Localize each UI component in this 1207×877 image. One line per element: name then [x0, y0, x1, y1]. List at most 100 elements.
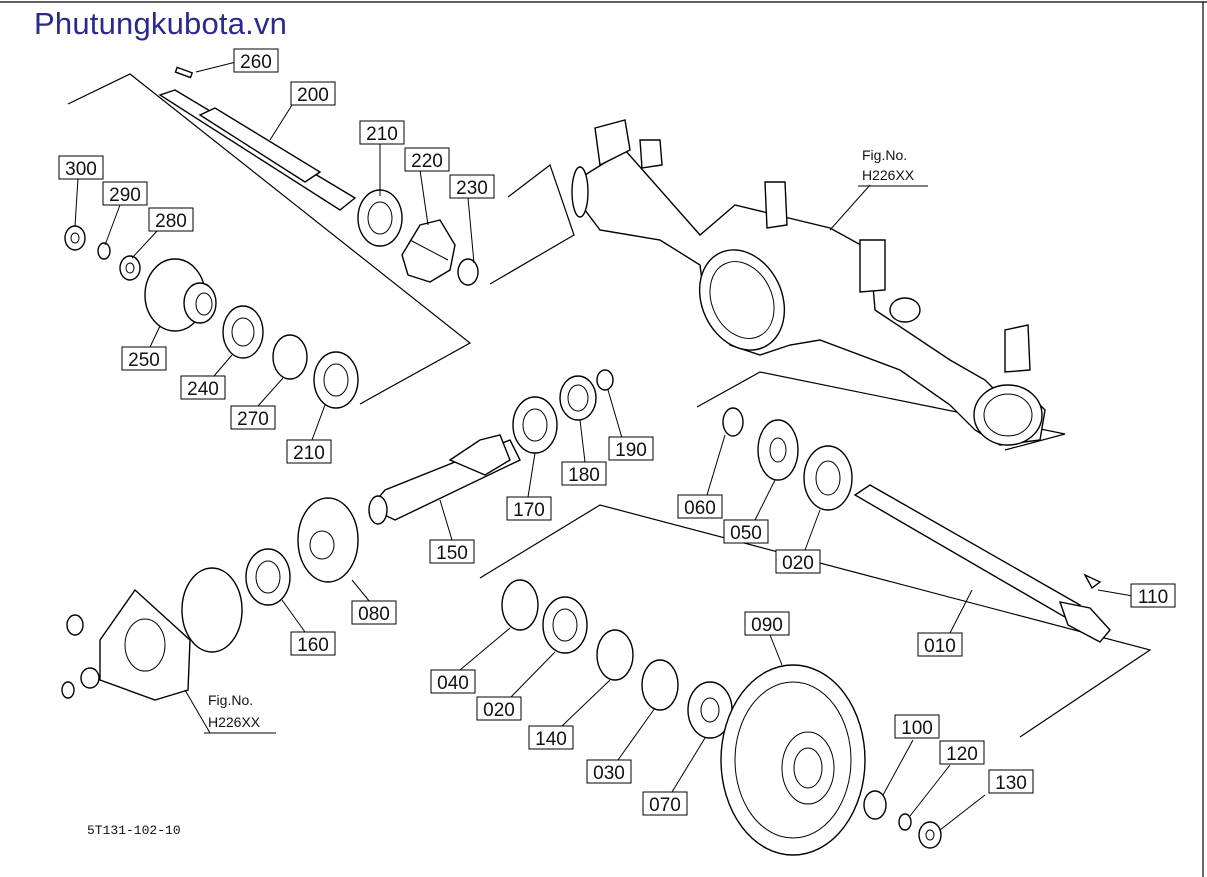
- callout-label: 260: [240, 52, 272, 73]
- ring-140: [596, 629, 634, 681]
- callout-080[interactable]: 080: [351, 600, 397, 625]
- bearing-170: [512, 396, 558, 454]
- fig-ref-line2: H226XX: [208, 714, 261, 730]
- callout-label: 050: [730, 523, 762, 544]
- callout-290[interactable]: 290: [102, 181, 148, 206]
- callout-140[interactable]: 140: [528, 725, 574, 750]
- callout-label: 010: [924, 636, 956, 657]
- bearing-020-lower: [542, 596, 588, 654]
- ring-060: [722, 407, 744, 437]
- callout-label: 080: [358, 604, 390, 625]
- callout-label: 060: [684, 498, 716, 519]
- bearing-160: [245, 548, 291, 606]
- cover-plate: [61, 588, 191, 701]
- callout-090[interactable]: 090: [744, 611, 790, 636]
- callout-120[interactable]: 120: [939, 740, 985, 765]
- shaft-010: [853, 484, 1111, 643]
- callout-label: 030: [593, 763, 625, 784]
- callout-200[interactable]: 200: [290, 81, 336, 106]
- callout-110[interactable]: 110: [1130, 583, 1176, 608]
- gasket: [181, 567, 243, 653]
- callout-label: 180: [568, 465, 600, 486]
- drawing-code: 5T131-102-10: [87, 823, 181, 838]
- fig-ref-cover[interactable]: Fig.No. H226XX: [204, 692, 276, 734]
- callout-040[interactable]: 040: [430, 669, 476, 694]
- callout-230[interactable]: 230: [449, 174, 495, 199]
- callout-label: 130: [995, 773, 1027, 794]
- callout-label: 100: [901, 718, 933, 739]
- callout-label: 280: [155, 211, 187, 232]
- callout-label: 220: [411, 151, 443, 172]
- gear-050: [757, 419, 799, 481]
- callout-300[interactable]: 300: [58, 155, 104, 180]
- washer-120: [898, 813, 912, 831]
- group-upper-mid: [489, 164, 575, 285]
- callout-label: 120: [946, 744, 978, 765]
- site-watermark: Phutungkubota.vn: [34, 6, 288, 41]
- callout-160[interactable]: 160: [290, 631, 336, 656]
- group-right: [696, 371, 1066, 451]
- gear-080: [297, 497, 359, 583]
- ring-190: [596, 369, 614, 391]
- callout-label: 210: [293, 443, 325, 464]
- callout-label: 200: [297, 85, 329, 106]
- washer-280: [119, 255, 141, 281]
- fig-ref-line2: H226XX: [862, 167, 915, 183]
- nut-130: [918, 821, 942, 849]
- group-upper-left: [67, 73, 472, 405]
- callout-190[interactable]: 190: [608, 436, 654, 461]
- callout-label: 150: [436, 543, 468, 564]
- callout-010[interactable]: 010: [917, 632, 963, 657]
- snap-ring-030: [641, 659, 679, 711]
- callout-020[interactable]: 020: [775, 549, 821, 574]
- callout-label: 110: [1138, 587, 1168, 608]
- callout-label: 290: [109, 185, 141, 206]
- callout-label: 300: [65, 159, 97, 180]
- washer-290: [97, 242, 111, 260]
- ring-230: [457, 258, 479, 286]
- callout-020-b[interactable]: 020: [476, 696, 522, 721]
- gear-220: [401, 219, 456, 283]
- axle-housing: [571, 119, 1046, 446]
- bearing-240: [222, 305, 264, 359]
- callout-060[interactable]: 060: [677, 494, 723, 519]
- callout-240[interactable]: 240: [180, 375, 226, 400]
- bearing-020-right: [803, 445, 853, 511]
- callout-280[interactable]: 280: [148, 207, 194, 232]
- callout-170[interactable]: 170: [506, 496, 552, 521]
- callout-070[interactable]: 070: [642, 791, 688, 816]
- callout-label: 250: [128, 350, 160, 371]
- callout-label: 190: [615, 440, 647, 461]
- callout-210-b[interactable]: 210: [286, 439, 332, 464]
- callout-180[interactable]: 180: [561, 461, 607, 486]
- callout-label: 140: [535, 729, 567, 750]
- fig-ref-line1: Fig.No.: [208, 692, 253, 708]
- callout-030[interactable]: 030: [586, 759, 632, 784]
- callout-label: 170: [513, 500, 545, 521]
- callout-100[interactable]: 100: [894, 714, 940, 739]
- bearing-210-lower: [313, 351, 359, 409]
- coupling-250: [144, 258, 217, 332]
- callout-260[interactable]: 260: [233, 48, 279, 73]
- callout-250[interactable]: 250: [121, 346, 167, 371]
- leader-lines: [74, 61, 1134, 831]
- shaft-200: [158, 66, 357, 211]
- callout-label: 270: [237, 409, 269, 430]
- snap-ring-040: [501, 579, 539, 631]
- callout-label: 070: [649, 795, 681, 816]
- pulley-090: [720, 664, 866, 856]
- callout-150[interactable]: 150: [429, 539, 475, 564]
- callout-050[interactable]: 050: [723, 519, 769, 544]
- seal-180: [559, 375, 597, 421]
- callout-270[interactable]: 270: [230, 405, 276, 430]
- callout-label: 240: [187, 379, 219, 400]
- callout-label: 160: [297, 635, 329, 656]
- callout-label: 040: [437, 673, 469, 694]
- washer-100: [863, 790, 887, 820]
- group-lower-mid: [479, 504, 1152, 738]
- callout-210[interactable]: 210: [359, 120, 405, 145]
- callout-220[interactable]: 220: [404, 147, 450, 172]
- callout-130[interactable]: 130: [988, 769, 1034, 794]
- fig-ref-housing[interactable]: Fig.No. H226XX: [858, 147, 928, 187]
